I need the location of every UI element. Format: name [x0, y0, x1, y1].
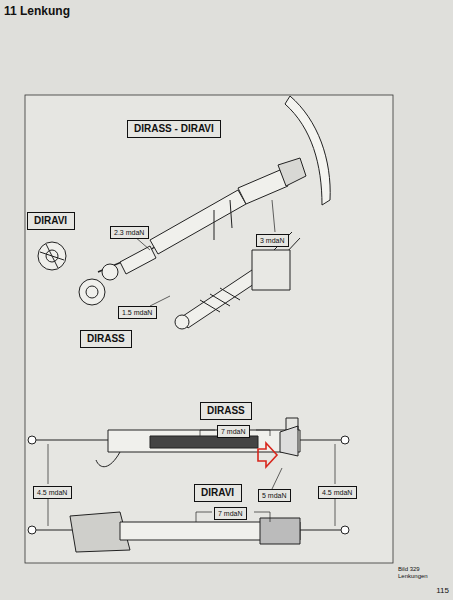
node-text: DIRASS — [87, 333, 125, 344]
node-text: 2.3 mdaN — [114, 229, 144, 236]
chapter-title: 11 Lenkung — [4, 4, 70, 18]
heading-box: DIRAVI — [194, 484, 242, 502]
universal-joints — [38, 242, 66, 270]
node-text: DIRAVI — [201, 487, 234, 498]
heading-box: DIRAVI — [27, 212, 75, 230]
steering-column-lower — [175, 232, 300, 329]
torque-label: 1.5 mdaN — [118, 306, 157, 319]
figure-caption: Bild 329 Lenkungen — [398, 566, 438, 580]
node-text: 3 mdaN — [260, 237, 285, 244]
node-text: 5 mdaN — [262, 492, 287, 499]
heading-box: DIRASS — [200, 402, 252, 420]
heading-box: DIRASS — [80, 330, 132, 348]
node-text: DIRAVI — [34, 215, 67, 226]
node-text: DIRASS — [207, 405, 245, 416]
red-arrow — [258, 443, 277, 467]
node-text: 7 mdaN — [218, 510, 243, 517]
torque-label: 5 mdaN — [258, 489, 291, 502]
torque-label: 2.3 mdaN — [110, 226, 149, 239]
heading-box: DIRASS - DIRAVI — [127, 120, 221, 138]
torque-label: 7 mdaN — [217, 425, 250, 438]
leader-lines — [48, 200, 335, 526]
rack-dirass — [28, 418, 349, 467]
torque-label: 7 mdaN — [214, 507, 247, 520]
node-text: 7 mdaN — [221, 428, 246, 435]
node-text: 4.5 mdaN — [322, 489, 352, 496]
steering-column-upper — [79, 96, 330, 305]
rack-diravi — [28, 512, 349, 552]
page-number: 115 — [436, 586, 449, 595]
torque-label: 3 mdaN — [256, 234, 289, 247]
torque-label: 4.5 mdaN — [318, 486, 357, 499]
torque-label: 4.5 mdaN — [33, 486, 72, 499]
node-text: 1.5 mdaN — [122, 309, 152, 316]
node-text: DIRASS - DIRAVI — [134, 123, 214, 134]
figure-frame — [25, 95, 393, 563]
node-text: 4.5 mdaN — [37, 489, 67, 496]
